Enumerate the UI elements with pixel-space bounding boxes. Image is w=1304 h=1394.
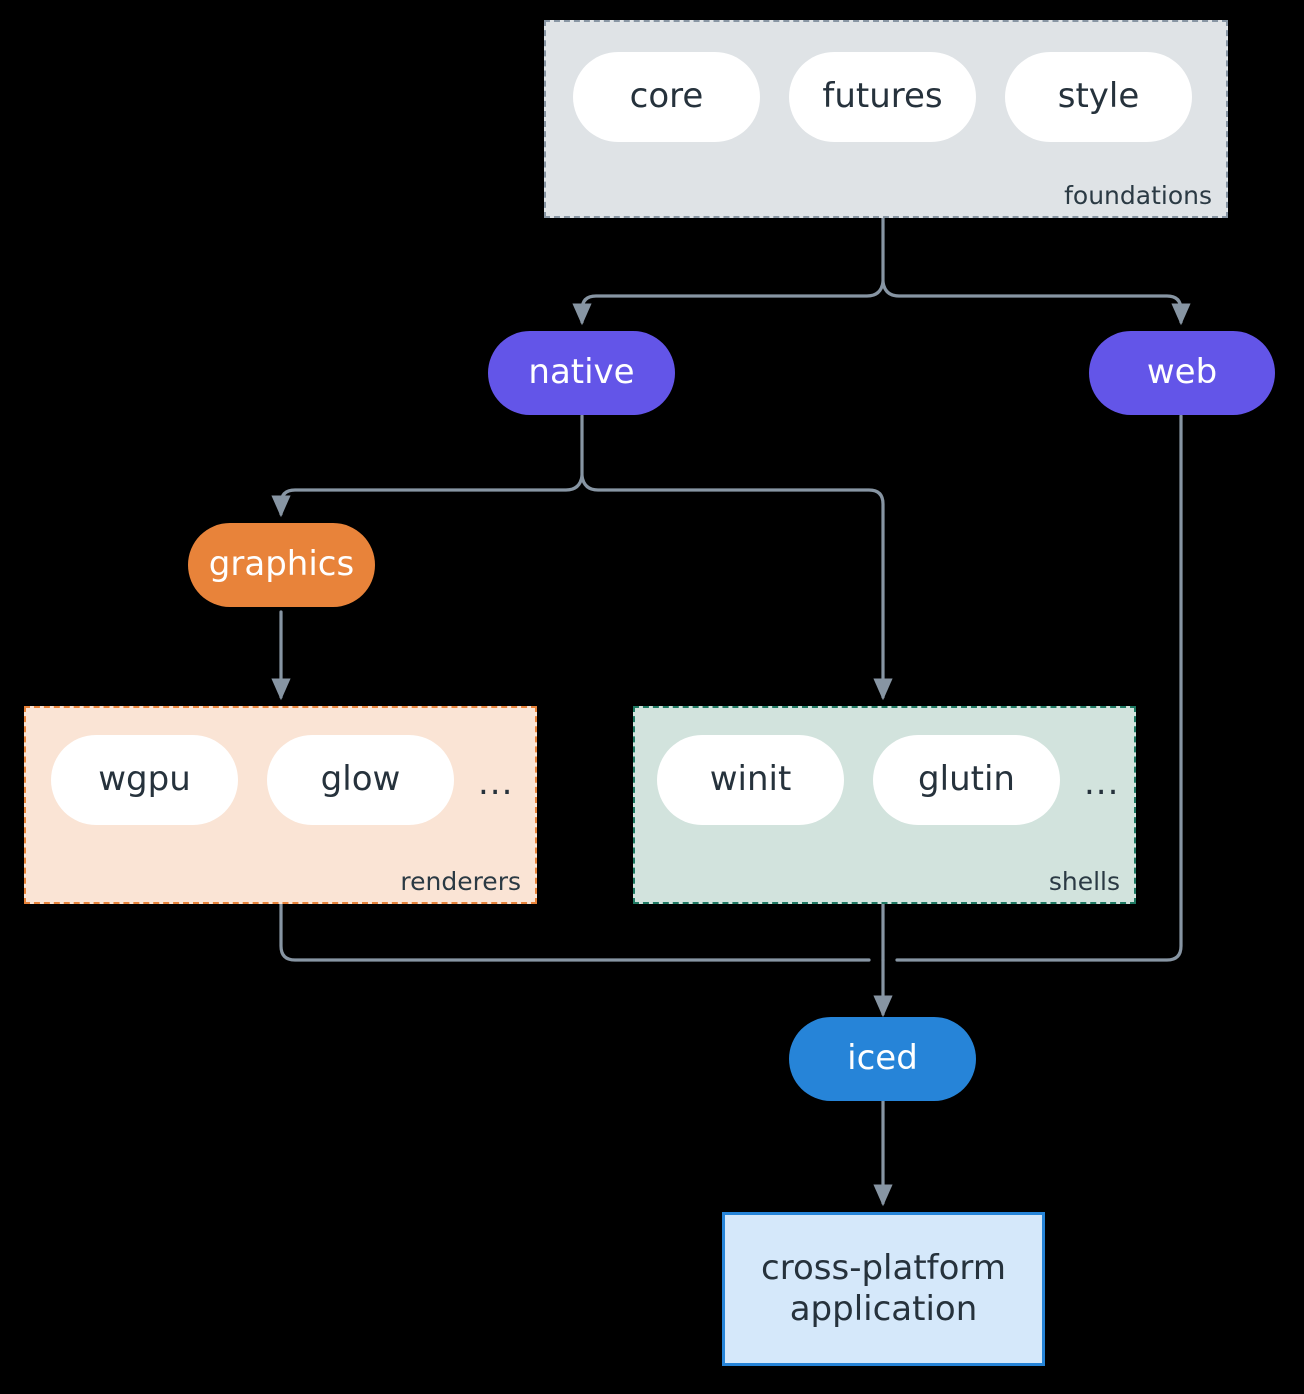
node-wgpu-label: wgpu xyxy=(98,759,191,800)
group-foundations-label: foundations xyxy=(1064,181,1212,210)
edge-native-to-shells xyxy=(580,474,893,701)
node-futures-label: futures xyxy=(822,76,943,117)
node-web[interactable]: web xyxy=(1089,331,1275,415)
node-core-label: core xyxy=(629,76,704,117)
edge-native-to-graphics xyxy=(271,474,584,518)
node-style[interactable]: style xyxy=(1005,52,1192,142)
node-application[interactable]: cross-platform application xyxy=(722,1212,1045,1366)
renderers-ellipsis: ... xyxy=(478,763,514,803)
node-graphics[interactable]: graphics xyxy=(188,523,375,607)
node-glow[interactable]: glow xyxy=(267,735,454,825)
group-renderers-label: renderers xyxy=(400,867,521,896)
node-style-label: style xyxy=(1057,76,1140,117)
node-application-line2: application xyxy=(789,1289,978,1329)
node-futures[interactable]: futures xyxy=(789,52,976,142)
node-winit-label: winit xyxy=(709,759,792,800)
edge-foundations-to-web xyxy=(881,280,1191,326)
edge-foundations-to-native xyxy=(572,280,885,326)
node-application-line1: cross-platform xyxy=(761,1247,1006,1288)
node-native-label: native xyxy=(528,352,635,393)
node-wgpu[interactable]: wgpu xyxy=(51,735,238,825)
edge-renderers-to-iced xyxy=(279,902,871,962)
node-iced[interactable]: iced xyxy=(789,1017,976,1101)
node-native[interactable]: native xyxy=(488,331,675,415)
node-winit[interactable]: winit xyxy=(657,735,844,825)
node-core[interactable]: core xyxy=(573,52,760,142)
node-glutin[interactable]: glutin xyxy=(873,735,1060,825)
group-shells-label: shells xyxy=(1048,867,1120,896)
node-web-label: web xyxy=(1146,352,1218,393)
shells-ellipsis: ... xyxy=(1084,763,1120,803)
node-iced-label: iced xyxy=(847,1038,918,1079)
node-glutin-label: glutin xyxy=(918,759,1015,800)
node-graphics-label: graphics xyxy=(208,544,355,585)
node-glow-label: glow xyxy=(320,759,401,800)
